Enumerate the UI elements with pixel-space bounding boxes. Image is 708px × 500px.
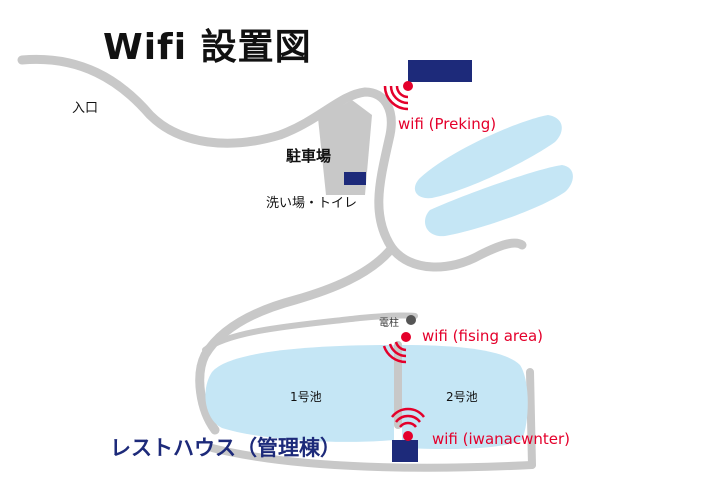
parking-label: 駐車場 xyxy=(286,147,332,165)
upper-pond-2 xyxy=(425,165,573,237)
washroom-label: 洗い場・トイレ xyxy=(266,196,358,211)
parking-lot xyxy=(318,100,372,195)
wifi-signal-icon xyxy=(391,407,425,441)
resthouse-label: レストハウス（管理棟） xyxy=(110,436,341,460)
upper-pond-1 xyxy=(414,115,562,199)
pole-label: 電柱 xyxy=(379,318,399,329)
map-title: Wifi 設置図 xyxy=(103,27,312,68)
wifi-fishing-area-label: wifi (fising area) xyxy=(422,327,544,345)
right-edge-road xyxy=(526,368,536,469)
pond1-label: 1号池 xyxy=(290,390,322,404)
wifi-resthouse-label: wifi (iwanacwnter) xyxy=(432,430,570,448)
bottom-road xyxy=(208,444,536,472)
lower-road xyxy=(195,243,397,435)
wifi-preking-label: wifi (Preking) xyxy=(398,115,497,133)
wifi-signal-icon xyxy=(382,332,411,364)
entrance-label: 入口 xyxy=(72,101,99,116)
pond-2 xyxy=(402,345,528,450)
entrance-road xyxy=(17,54,527,272)
resthouse-building xyxy=(392,440,418,462)
road-network xyxy=(17,54,536,472)
wifi-signal-icon xyxy=(383,81,413,111)
pond2-label: 2号池 xyxy=(446,390,478,404)
preking-building xyxy=(408,60,472,82)
pond-loop-road xyxy=(202,312,418,353)
washroom-building xyxy=(344,172,366,185)
utility-pole-dot-icon xyxy=(406,315,416,325)
pond-1 xyxy=(205,345,394,442)
